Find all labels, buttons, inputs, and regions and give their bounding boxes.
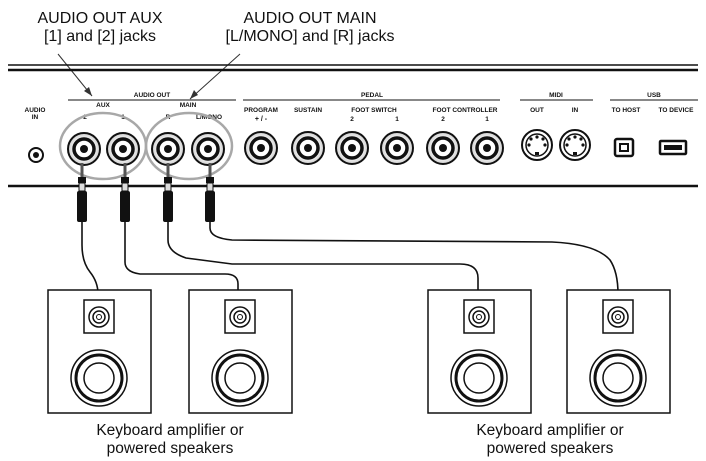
foot-switch-2-label: 2 (350, 116, 354, 123)
program-sub-label: + / - (255, 116, 268, 123)
midi-in-jack[interactable] (559, 129, 591, 161)
plug-main-lmono (205, 163, 215, 222)
aux-2-jack[interactable] (67, 132, 101, 166)
cable-aux-2 (81, 222, 99, 295)
audio-in-label-1: AUDIO (25, 107, 46, 114)
foot-controller-1-label: 1 (485, 116, 489, 123)
pedal-header: PEDAL (361, 92, 383, 99)
caption-left: Keyboard amplifier or powered speakers (60, 422, 280, 458)
midi-out-label: OUT (530, 107, 544, 114)
caption-right-line-2: powered speakers (486, 440, 614, 457)
caption-right: Keyboard amplifier or powered speakers (440, 422, 660, 458)
audio-out-header: AUDIO OUT (134, 92, 171, 99)
usb-to-host-label: TO HOST (612, 107, 641, 114)
usb-to-device-label: TO DEVICE (659, 107, 695, 114)
main-callout-line-1: AUDIO OUT MAIN (243, 10, 377, 27)
rear-panel (8, 64, 698, 188)
aux-callout-line-1: AUDIO OUT AUX (37, 10, 163, 27)
speaker-right-2 (566, 289, 671, 414)
foot-controller-2-label: 2 (441, 116, 445, 123)
plug-aux-2 (77, 163, 87, 222)
main-label: MAIN (180, 102, 197, 109)
foot-switch-label: FOOT SWITCH (351, 107, 397, 114)
program-jack[interactable] (244, 131, 278, 165)
main-highlight-ring (144, 111, 234, 181)
plug-main-r (163, 163, 173, 222)
main-callout-arrow (189, 53, 241, 100)
sustain-label: SUSTAIN (294, 107, 322, 114)
aux-label: AUX (96, 102, 110, 109)
foot-switch-1-jack[interactable] (380, 131, 414, 165)
foot-controller-label: FOOT CONTROLLER (433, 107, 498, 114)
midi-in-label: IN (572, 107, 579, 114)
aux-2-label: 2 (83, 114, 87, 121)
speaker-left-2 (188, 289, 293, 414)
midi-header: MIDI (549, 92, 563, 99)
program-label: PROGRAM (244, 107, 278, 114)
aux-callout: AUDIO OUT AUX [1] and [2] jacks (16, 10, 184, 46)
midi-out-jack[interactable] (521, 129, 553, 161)
audio-in-jack[interactable] (28, 147, 44, 163)
foot-controller-1-jack[interactable] (470, 131, 504, 165)
foot-switch-1-label: 1 (395, 116, 399, 123)
usb-to-device-port[interactable] (658, 139, 688, 156)
speaker-right-1 (427, 289, 532, 414)
sustain-jack[interactable] (291, 131, 325, 165)
plug-aux-1 (120, 163, 130, 222)
caption-right-line-1: Keyboard amplifier or (476, 422, 624, 439)
usb-to-host-port[interactable] (613, 137, 635, 158)
aux-1-jack[interactable] (106, 132, 140, 166)
foot-controller-2-jack[interactable] (426, 131, 460, 165)
aux-callout-arrow (57, 53, 93, 97)
speaker-left-1 (47, 289, 152, 414)
usb-header: USB (647, 92, 661, 99)
caption-left-line-1: Keyboard amplifier or (96, 422, 244, 439)
cable-aux-1 (124, 222, 239, 294)
audio-in-label-2: IN (32, 114, 39, 121)
main-callout: AUDIO OUT MAIN [L/MONO] and [R] jacks (190, 10, 430, 46)
foot-switch-2-jack[interactable] (335, 131, 369, 165)
cable-main-lmono (209, 222, 619, 295)
aux-callout-line-2: [1] and [2] jacks (43, 28, 157, 45)
main-callout-line-2: [L/MONO] and [R] jacks (225, 28, 395, 45)
cable-main-r (167, 222, 479, 294)
caption-left-line-2: powered speakers (106, 440, 234, 457)
main-r-jack[interactable] (151, 132, 185, 166)
main-lmono-jack[interactable] (191, 132, 225, 166)
